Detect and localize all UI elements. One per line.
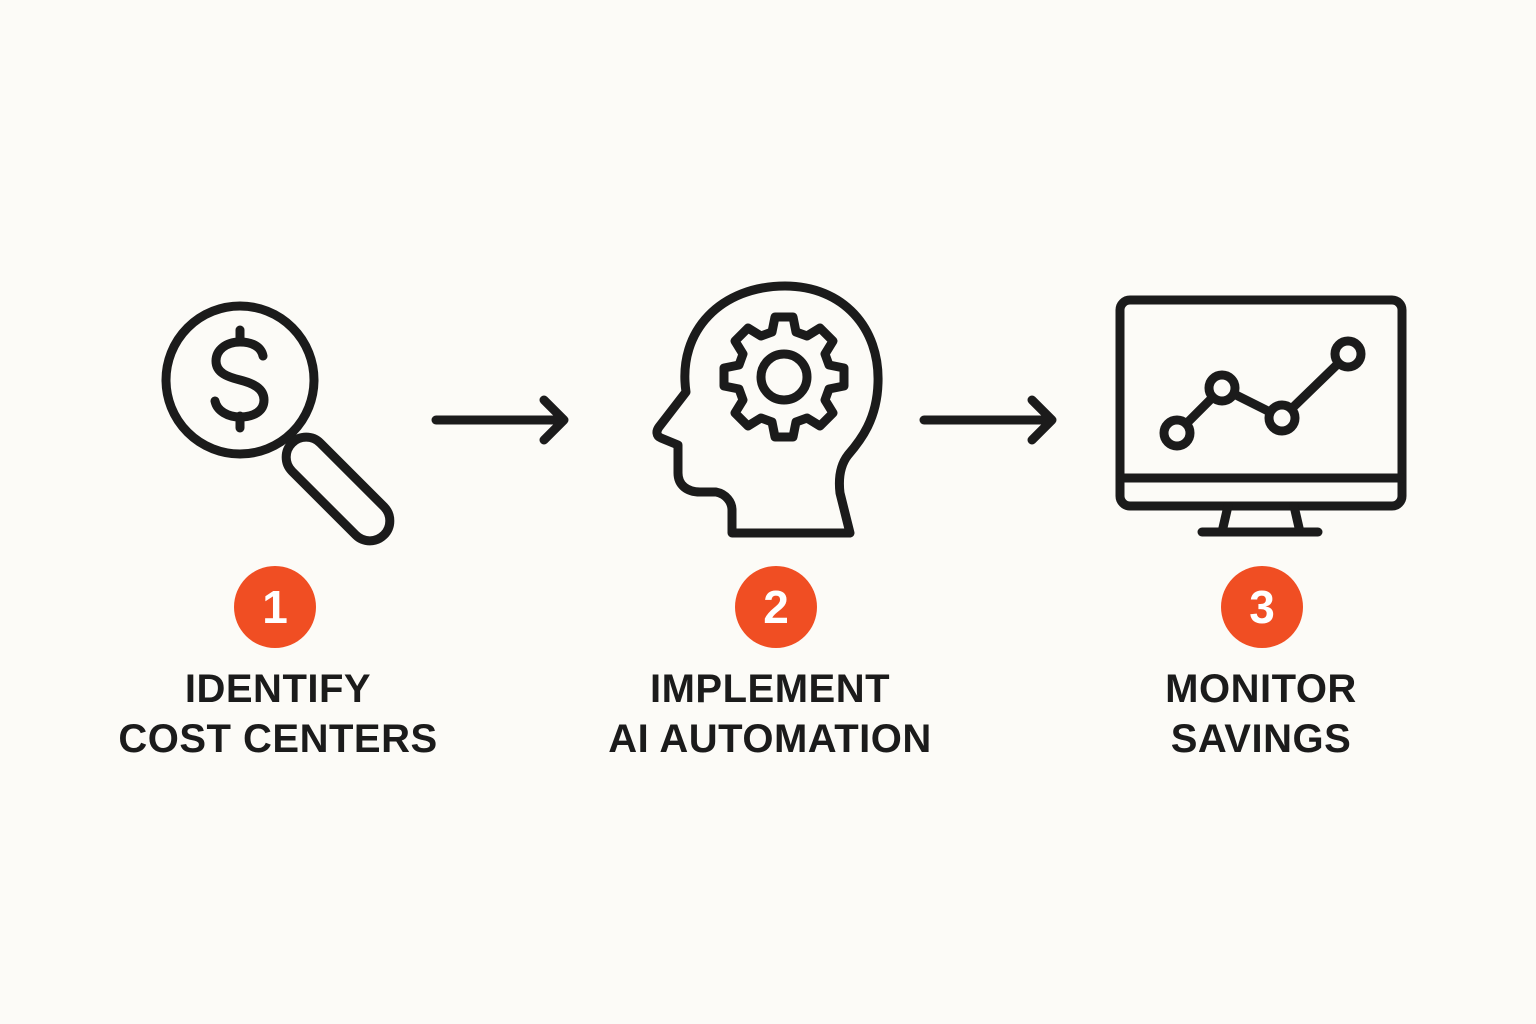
step-label-line: IMPLEMENT	[649, 667, 891, 711]
monitor-chart-icon	[1112, 292, 1412, 542]
step-label: IMPLEMENT AI AUTOMATION	[560, 664, 980, 764]
step-label-line: COST CENTERS	[118, 717, 438, 761]
step-number-badge: 1	[234, 566, 316, 648]
arrow-right-icon	[430, 395, 570, 445]
head-gear-icon	[652, 280, 888, 542]
step-label-line: AI AUTOMATION	[608, 717, 932, 761]
step-label: IDENTIFY COST CENTERS	[68, 664, 488, 764]
step-number-badge: 3	[1221, 566, 1303, 648]
step-label-line: IDENTIFY	[184, 667, 372, 711]
arrow-right-icon	[918, 395, 1058, 445]
step-label-line: SAVINGS	[1170, 717, 1352, 761]
step-number-badge: 2	[735, 566, 817, 648]
step-label-line: MONITOR	[1165, 667, 1357, 711]
step-label: MONITOR SAVINGS	[1051, 664, 1471, 764]
magnifying-glass-dollar-icon	[150, 300, 410, 550]
